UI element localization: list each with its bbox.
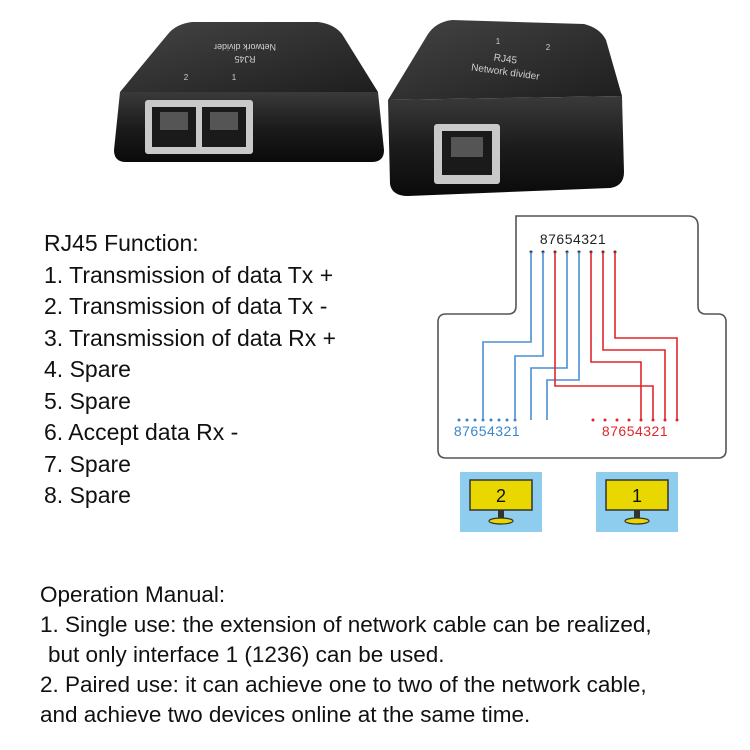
monitor-1: 1 (596, 472, 678, 532)
function-item: 1. Transmission of data Tx + (44, 261, 334, 288)
right-splitter-unit: RJ45 Network divider 1 2 (388, 20, 624, 196)
function-item: 5. Spare (44, 387, 131, 414)
blue-wire (514, 252, 544, 420)
left-pin-dots (457, 418, 517, 422)
left-unit-label-bottom: RJ45 (234, 54, 255, 64)
function-item: 4. Spare (44, 356, 131, 382)
left-unit-port-2-label: 2 (184, 73, 189, 82)
left-unit-label-top: Network divider (214, 42, 276, 52)
rj45-function-list: RJ45 Function: 1. Transmission of data T… (44, 228, 424, 512)
right-unit-label-top: RJ45 (493, 52, 518, 66)
left-unit-port-1-label: 1 (232, 73, 237, 82)
product-photo: Network divider RJ45 2 1 RJ45 Network di… (114, 20, 624, 196)
diagram-outline (437, 215, 727, 459)
manual-title: Operation Manual: (40, 582, 226, 607)
function-item: 7. Spare (44, 450, 131, 477)
blue-wire (482, 252, 532, 420)
red-wire (602, 252, 666, 420)
function-item: 6. Accept data Rx - (44, 419, 239, 445)
manual-line: and achieve two devices online at the sa… (40, 702, 531, 727)
blue-wire (530, 252, 568, 420)
red-wire (590, 252, 642, 420)
wiring-diagram: 87654321 87654321 87654321 (437, 215, 727, 532)
red-wire (554, 252, 654, 420)
blue-wire (546, 252, 580, 420)
manual-line: 2. Paired use: it can achieve one to two… (40, 672, 647, 697)
monitor-2-label: 2 (496, 486, 506, 506)
manual-line: 1. Single use: the extension of network … (40, 612, 652, 637)
blue-wires (482, 252, 580, 420)
monitor-2: 2 (460, 472, 542, 532)
left-splitter-unit: Network divider RJ45 2 1 (114, 22, 384, 162)
function-item: 8. Spare (44, 482, 131, 508)
rj45-function-title: RJ45 Function: (44, 230, 199, 256)
manual-line: but only interface 1 (1236) can be used. (48, 642, 445, 667)
function-item: 2. Transmission of data Tx - (44, 293, 328, 319)
right-pin-numbers: 87654321 (602, 423, 668, 439)
right-unit-port-2-label: 2 (546, 43, 551, 52)
red-wires (554, 252, 678, 420)
left-pin-numbers: 87654321 (454, 423, 520, 439)
function-item: 3. Transmission of data Rx + (44, 324, 337, 351)
operation-manual: Operation Manual: 1. Single use: the ext… (40, 580, 740, 730)
right-unit-port-1-label: 1 (496, 37, 501, 46)
monitor-1-label: 1 (632, 486, 642, 506)
top-pin-numbers: 87654321 (540, 231, 606, 247)
red-wire (614, 252, 678, 420)
